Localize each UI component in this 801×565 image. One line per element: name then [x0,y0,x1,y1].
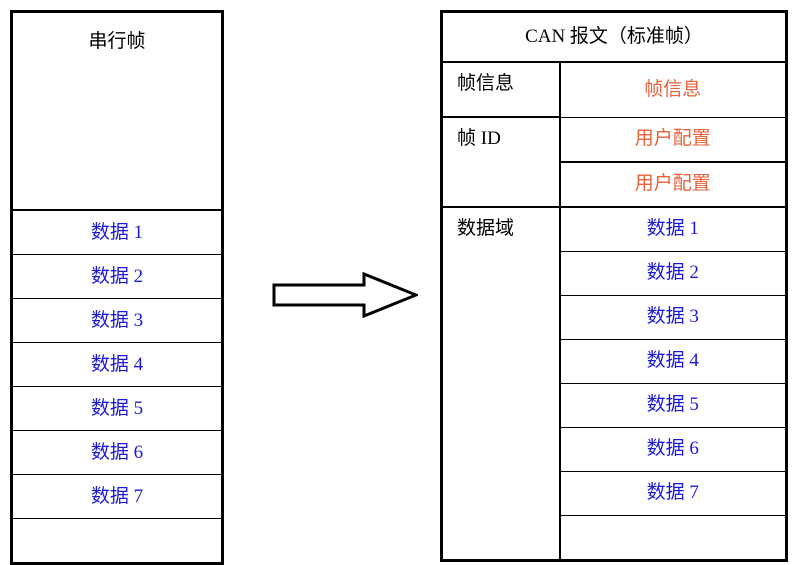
serial-frame-table: 串行帧 数据 1 数据 2 数据 3 数据 4 数据 5 数据 6 数据 7 [10,10,224,565]
can-data-row-4: 数据 4 [559,338,787,384]
can-data-row-empty [559,514,787,561]
table-row: 数据 7 [442,470,787,516]
serial-data-row-4: 数据 4 [11,342,223,387]
table-row: 数据域 数据 1 [441,205,787,561]
can-data-row-7: 数据 7 [559,470,787,516]
table-row: 数据 4 [442,338,787,384]
serial-frame-body: 串行帧 数据 1 数据 2 数据 3 数据 4 数据 5 数据 6 数据 7 [11,11,223,564]
serial-data-row-5: 数据 5 [11,386,223,431]
table-row: 数据 4 [11,342,223,387]
table-row: 数据 5 [11,386,223,431]
can-value-user-config-2: 用户配置 [559,160,787,207]
arrow-shape [272,272,418,318]
can-section-frame-info: 帧信息 [441,61,561,118]
serial-data-row-1: 数据 1 [11,209,223,255]
can-data-row-1: 数据 1 [559,205,787,252]
table-row: 数据 7 [11,474,223,519]
table-row: 数据 2 [11,254,223,299]
table-row: 数据 6 [442,426,787,472]
can-frame-table: CAN 报文（标准帧） 帧信息 帧信息 帧 ID 用户配置 用户配置 数据域 数… [440,10,788,562]
table-row: 帧 ID 用户配置 [441,116,787,208]
can-data-row-2: 数据 2 [559,250,787,296]
can-value-frame-info: 帧信息 [559,61,787,118]
table-row: 数据 5 [442,382,787,428]
can-data-row-6: 数据 6 [559,426,787,472]
table-row: 帧信息 帧信息 [441,61,787,118]
serial-data-row-2: 数据 2 [11,254,223,299]
can-section-data-field: 数据域 [441,206,561,561]
table-row: 用户配置 [442,160,787,207]
table-row: 数据 6 [11,430,223,475]
can-section-frame-id: 帧 ID [441,116,561,208]
right-arrow-icon [272,272,418,318]
can-frame-body: CAN 报文（标准帧） 帧信息 帧信息 帧 ID 用户配置 用户配置 数据域 数… [441,11,787,561]
table-row: 数据 3 [11,298,223,343]
can-data-row-3: 数据 3 [559,294,787,340]
serial-frame-header: 串行帧 [11,11,223,211]
serial-data-row-6: 数据 6 [11,430,223,475]
serial-data-row-3: 数据 3 [11,298,223,343]
serial-data-row-7: 数据 7 [11,474,223,519]
table-row: 数据 1 [11,209,223,255]
table-row: 数据 2 [442,250,787,296]
table-row [11,518,223,564]
table-row: 串行帧 [11,11,223,211]
can-data-row-5: 数据 5 [559,382,787,428]
table-row: CAN 报文（标准帧） [441,11,787,63]
can-frame-header: CAN 报文（标准帧） [441,11,787,63]
serial-data-row-empty [11,518,223,564]
can-value-user-config-1: 用户配置 [559,116,787,162]
